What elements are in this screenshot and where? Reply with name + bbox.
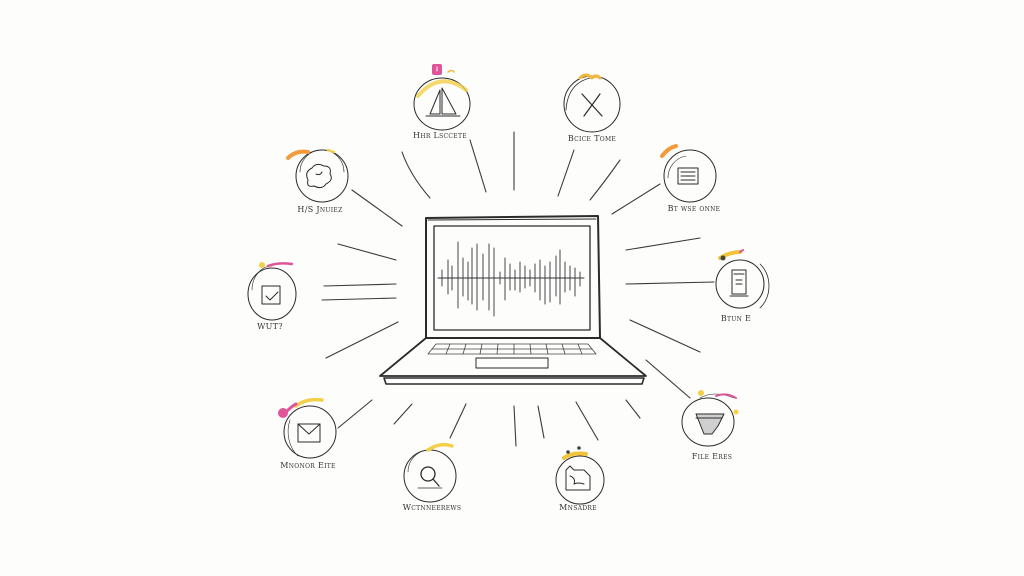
- node-mid-left: [247, 262, 297, 321]
- server-icon: [729, 269, 749, 297]
- node-label-top-left: Hhr Lsccete: [413, 131, 467, 140]
- node-label-upper-right: Bt wse onne: [667, 204, 721, 213]
- close-x-icon: [581, 93, 603, 117]
- drawer-icon: [695, 413, 725, 435]
- laptop-illustration: [379, 215, 647, 385]
- node-top-left: [413, 64, 471, 131]
- node-label-mid-right: Btun E: [720, 314, 752, 323]
- radiating-lines: [321, 131, 715, 447]
- node-label-bottom-left: Wctnneerews: [402, 503, 462, 512]
- node-lower-left: [278, 397, 337, 459]
- node-lower-right: [681, 390, 739, 447]
- node-bottom-right: [555, 446, 605, 505]
- envelope-icon: [297, 423, 321, 443]
- brain-icon: [306, 163, 332, 189]
- node-label-bottom-right: Mnsadre: [559, 503, 597, 512]
- node-upper-left: [286, 148, 349, 203]
- document-icon: [677, 167, 699, 185]
- node-upper-right: [660, 144, 717, 203]
- node-bottom-left: [403, 442, 457, 503]
- audio-waveform: [437, 241, 585, 317]
- crown-box-icon: [565, 465, 591, 491]
- node-top-right: [563, 73, 621, 133]
- node-mid-right: [715, 249, 770, 309]
- touchpad: [475, 357, 549, 369]
- node-label-top-right: Bcice Tome: [567, 134, 617, 143]
- keyboard: [427, 343, 597, 355]
- node-label-upper-left: H/S Jnuiez: [297, 205, 343, 214]
- checkbox-icon: [261, 285, 281, 305]
- node-label-lower-right: File Eres: [691, 452, 733, 461]
- sailboat-icon: [425, 87, 461, 117]
- node-label-mid-left: WUT?: [257, 322, 283, 331]
- node-label-lower-left: Mnonor Eite: [280, 461, 336, 470]
- search-icon: [417, 466, 443, 489]
